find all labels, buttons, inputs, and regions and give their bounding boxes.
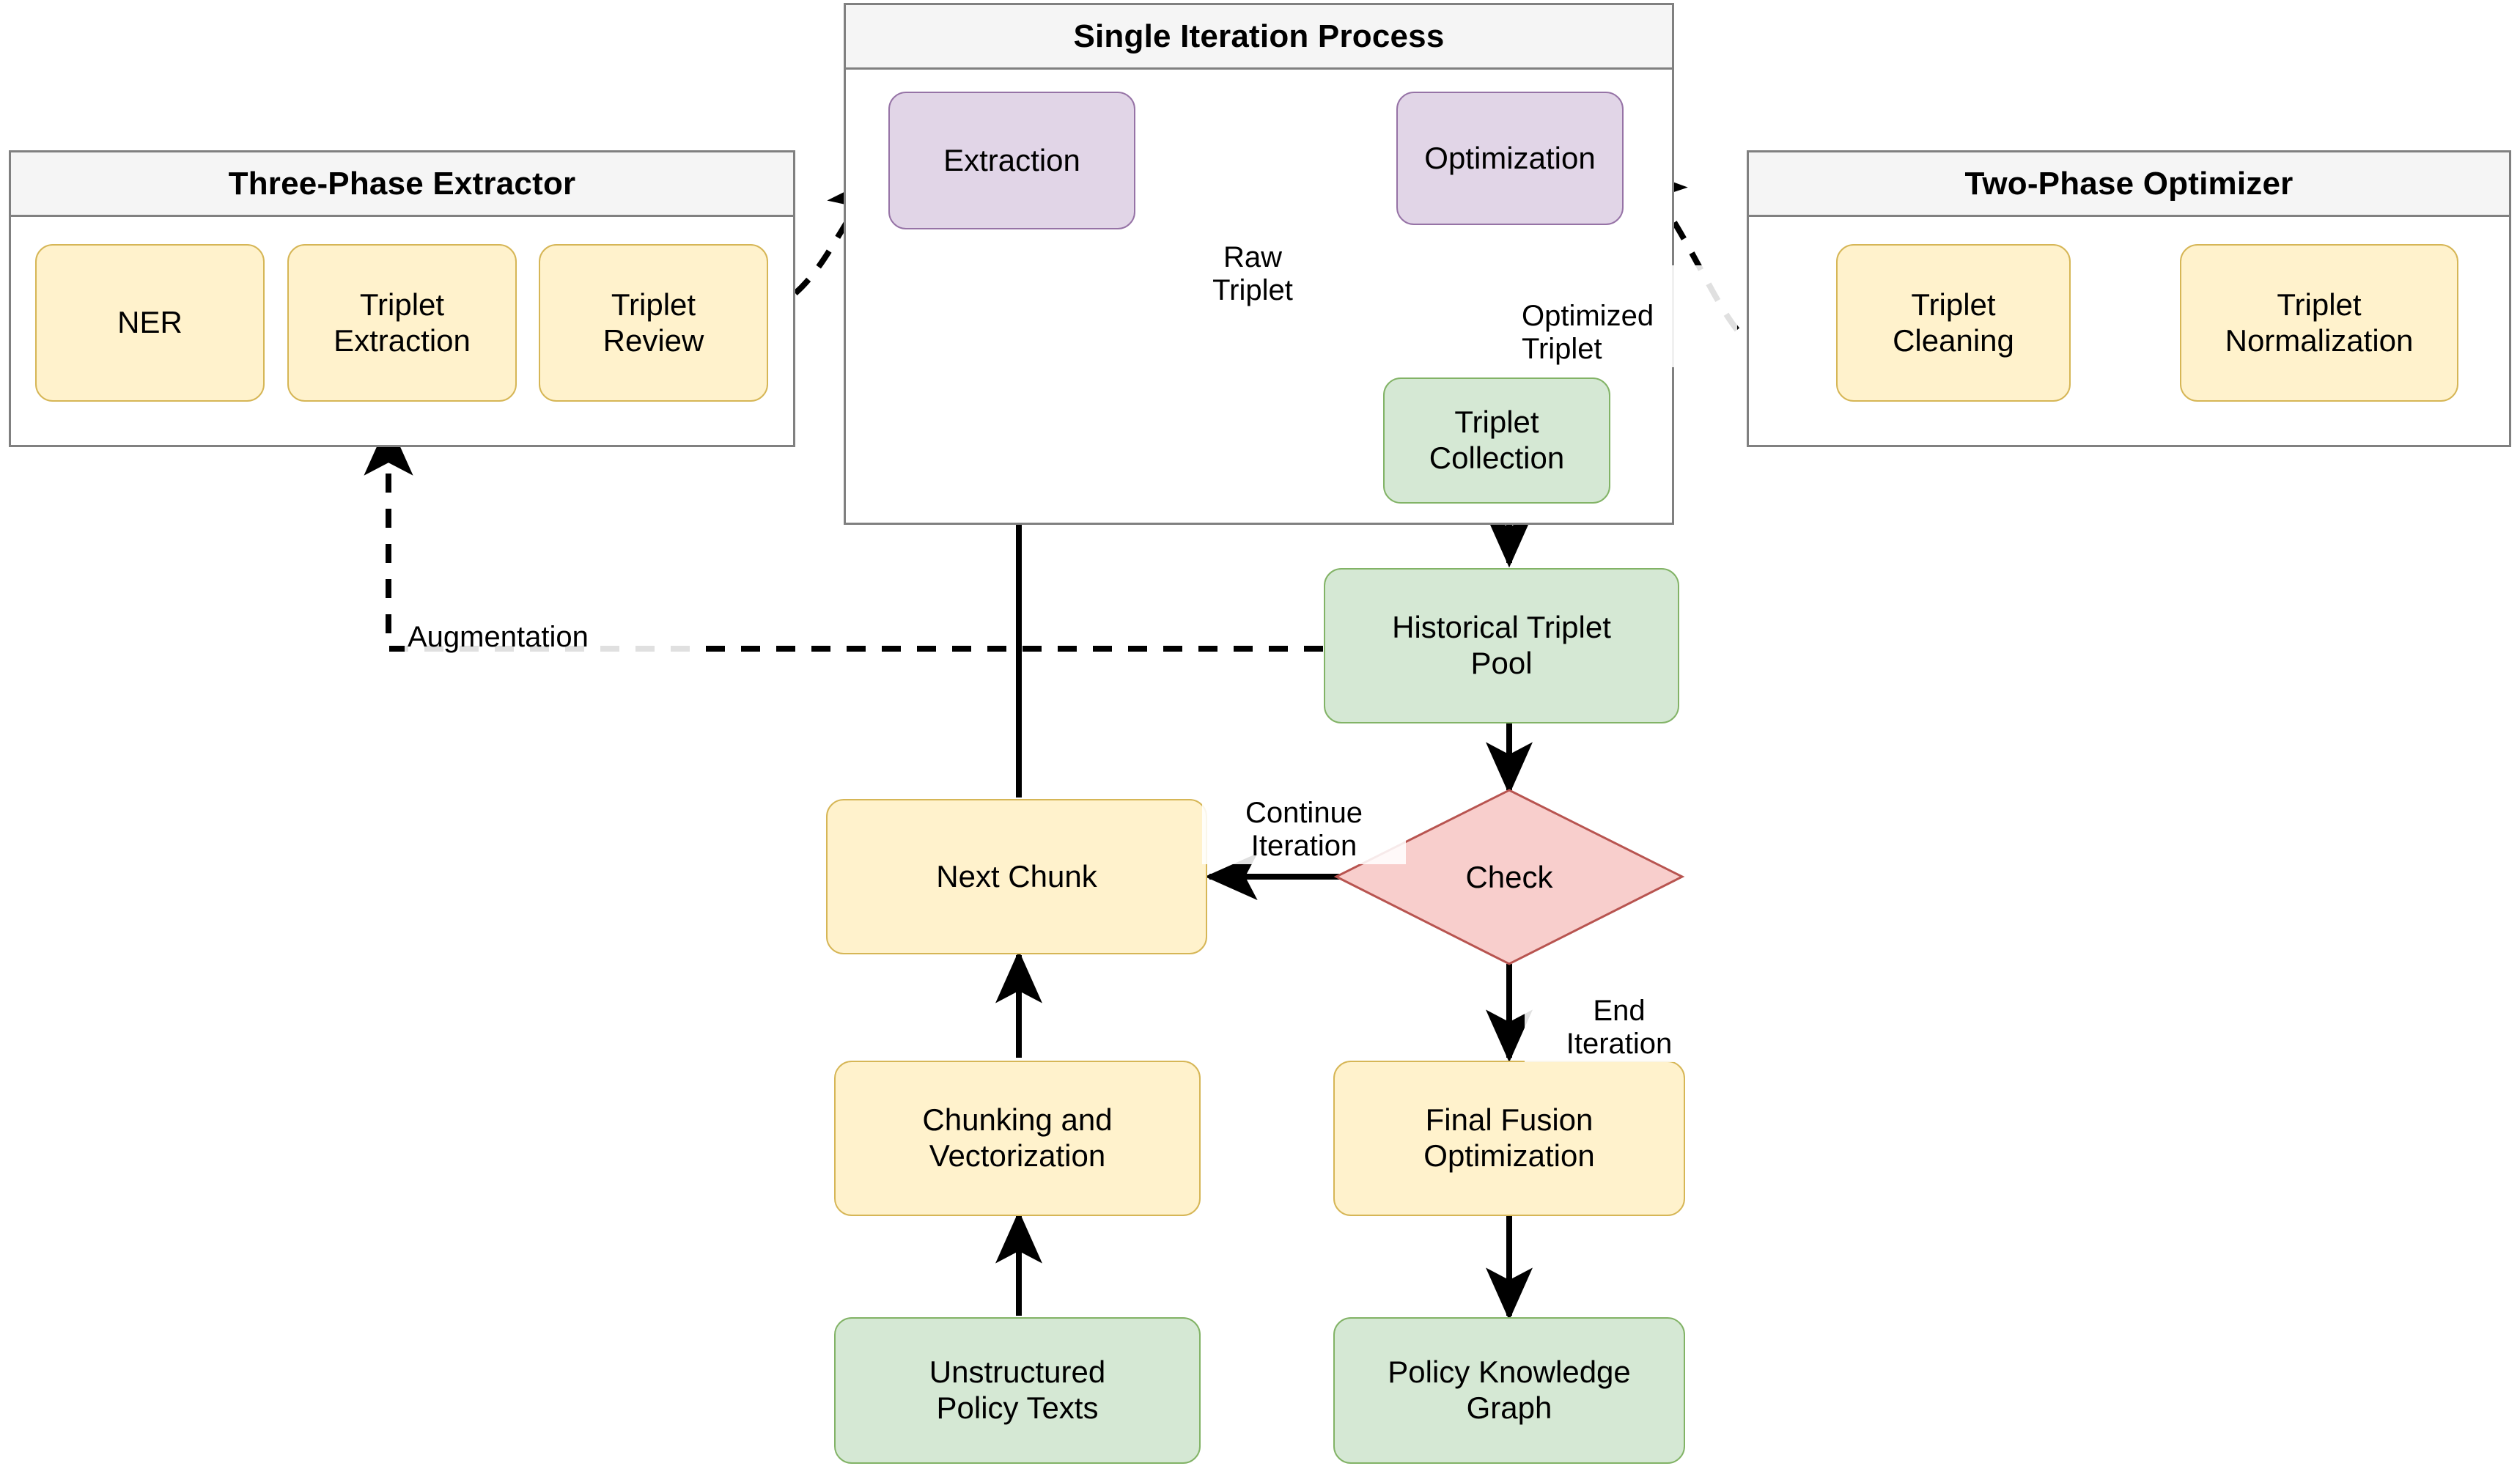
node-final-fusion-optimization[interactable]: Final Fusion Optimization: [1333, 1061, 1685, 1216]
node-triplet-extraction[interactable]: Triplet Extraction: [287, 244, 517, 402]
node-extraction[interactable]: Extraction: [888, 92, 1135, 229]
group-title-three-phase-extractor: Three-Phase Extractor: [228, 165, 576, 202]
edge-label-augmentation-text: Augmentation: [408, 620, 589, 653]
node-historical-triplet-pool[interactable]: Historical Triplet Pool: [1324, 568, 1679, 723]
node-ner-label: NER: [117, 305, 183, 340]
group-title-single-iteration-process: Single Iteration Process: [1073, 18, 1445, 54]
edge-label-continue-iteration: Continue Iteration: [1202, 762, 1406, 864]
group-header-three-phase-extractor: Three-Phase Extractor: [11, 152, 793, 217]
node-chunking-and-vectorization[interactable]: Chunking and Vectorization: [834, 1061, 1201, 1216]
node-triplet-normalization[interactable]: Triplet Normalization: [2180, 244, 2458, 402]
node-chunking-and-vectorization-label: Chunking and Vectorization: [922, 1102, 1113, 1173]
node-optimization[interactable]: Optimization: [1396, 92, 1624, 225]
node-triplet-review-label: Triplet Review: [603, 287, 704, 358]
node-policy-knowledge-graph[interactable]: Policy Knowledge Graph: [1333, 1317, 1685, 1464]
group-body-two-phase-optimizer: Triplet Cleaning Triplet Normalization: [1749, 217, 2509, 445]
node-triplet-collection-label: Triplet Collection: [1429, 405, 1565, 475]
node-triplet-collection[interactable]: Triplet Collection: [1383, 377, 1610, 504]
group-two-phase-optimizer: Two-Phase Optimizer Triplet Cleaning Tri…: [1747, 150, 2511, 447]
node-extraction-label: Extraction: [943, 142, 1080, 177]
edge-label-continue-iteration-text: Continue Iteration: [1245, 796, 1363, 863]
node-ner[interactable]: NER: [35, 244, 265, 402]
group-body-single-iteration-process: Extraction Optimization Triplet Collecti…: [846, 70, 1672, 523]
edge-label-optimized-triplet-text: Optimized Triplet: [1522, 299, 1654, 366]
node-historical-triplet-pool-label: Historical Triplet Pool: [1392, 610, 1611, 680]
node-triplet-cleaning[interactable]: Triplet Cleaning: [1836, 244, 2071, 402]
node-final-fusion-optimization-label: Final Fusion Optimization: [1423, 1102, 1595, 1173]
node-triplet-extraction-label: Triplet Extraction: [334, 287, 471, 358]
node-triplet-cleaning-label: Triplet Cleaning: [1893, 287, 2014, 358]
group-header-two-phase-optimizer: Two-Phase Optimizer: [1749, 152, 2509, 217]
node-triplet-normalization-label: Triplet Normalization: [2225, 287, 2414, 358]
edge-label-optimized-triplet: Optimized Triplet: [1519, 265, 1737, 367]
node-next-chunk-label: Next Chunk: [936, 858, 1097, 894]
edge-label-augmentation: Augmentation: [405, 586, 704, 655]
node-optimization-label: Optimization: [1424, 140, 1596, 175]
node-unstructured-policy-texts-label: Unstructured Policy Texts: [929, 1355, 1106, 1425]
group-single-iteration-process: Single Iteration Process Extraction Opti…: [844, 3, 1674, 525]
group-header-single-iteration-process: Single Iteration Process: [846, 5, 1672, 70]
edge-label-end-iteration: End Iteration: [1525, 960, 1714, 1062]
edge-label-raw-triplet-text: Raw Triplet: [1212, 240, 1293, 307]
node-check[interactable]: Check: [1336, 790, 1682, 964]
group-body-three-phase-extractor: NER Triplet Extraction Triplet Review: [11, 217, 793, 445]
edge-label-raw-triplet: Raw Triplet: [1165, 207, 1340, 309]
node-check-label-wrap: Check: [1336, 790, 1682, 964]
edge-label-end-iteration-text: End Iteration: [1566, 994, 1673, 1061]
group-title-two-phase-optimizer: Two-Phase Optimizer: [1964, 165, 2294, 202]
node-unstructured-policy-texts[interactable]: Unstructured Policy Texts: [834, 1317, 1201, 1464]
node-check-label: Check: [1465, 859, 1553, 894]
group-three-phase-extractor: Three-Phase Extractor NER Triplet Extrac…: [9, 150, 795, 447]
node-policy-knowledge-graph-label: Policy Knowledge Graph: [1388, 1355, 1631, 1425]
node-triplet-review[interactable]: Triplet Review: [539, 244, 768, 402]
node-next-chunk[interactable]: Next Chunk: [826, 799, 1207, 954]
